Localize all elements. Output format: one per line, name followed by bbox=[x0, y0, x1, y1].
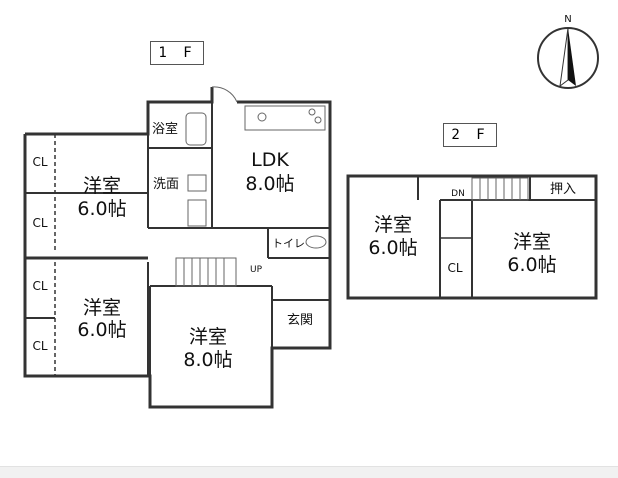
room-label-western-top: 洋室 bbox=[83, 175, 121, 197]
stairs-2f-icon bbox=[471, 177, 529, 201]
floor-1-labels: 浴室 洗面 LDK 8.0帖 洋室 6.0帖 洋室 6.0帖 洋室 8.0帖 ト… bbox=[32, 121, 313, 371]
room-label-wash: 洗面 bbox=[153, 177, 179, 192]
floor-2-label: 2 F bbox=[443, 123, 497, 147]
door-swing-icon bbox=[211, 86, 238, 103]
stairs-down-label: DN bbox=[451, 189, 465, 199]
floor-1-walls bbox=[23, 87, 332, 409]
room-size-western-2f-left: 6.0帖 bbox=[368, 237, 417, 259]
floor-2-fixtures bbox=[471, 177, 529, 201]
stairs-1f-icon bbox=[175, 257, 237, 287]
toilet-icon bbox=[305, 235, 327, 249]
stairs-up-label: UP bbox=[250, 265, 263, 275]
closet-label-2f: CL bbox=[447, 261, 462, 275]
washbasin-icon bbox=[187, 174, 207, 192]
closet-label-3: CL bbox=[32, 279, 47, 293]
bathtub-icon bbox=[185, 112, 207, 146]
closet-label-4: CL bbox=[32, 339, 47, 353]
floor-2-labels: 洋室 6.0帖 洋室 6.0帖 押入 CL DN bbox=[368, 182, 576, 276]
room-label-western-bottom: 洋室 bbox=[83, 297, 121, 319]
washer-icon bbox=[187, 199, 207, 227]
room-size-western-bottom: 6.0帖 bbox=[77, 319, 126, 341]
room-label-storage: 押入 bbox=[550, 182, 576, 197]
footer-bar bbox=[0, 466, 618, 478]
room-size-western-2f-right: 6.0帖 bbox=[507, 254, 556, 276]
floor-1-label: 1 F bbox=[150, 41, 204, 65]
room-size-ldk: 8.0帖 bbox=[245, 173, 294, 195]
room-label-western-center: 洋室 bbox=[189, 326, 227, 348]
compass-north-label: N bbox=[564, 14, 571, 25]
floor-1-fixtures bbox=[175, 86, 327, 287]
kitchen-counter-icon bbox=[244, 105, 326, 131]
closet-label-1: CL bbox=[32, 155, 47, 169]
room-label-western-2f-left: 洋室 bbox=[374, 214, 412, 236]
room-label-toilet: トイレ bbox=[272, 237, 305, 250]
closet-label-2: CL bbox=[32, 216, 47, 230]
room-size-western-center: 8.0帖 bbox=[183, 349, 232, 371]
room-label-western-2f-right: 洋室 bbox=[513, 231, 551, 253]
room-size-western-top: 6.0帖 bbox=[77, 198, 126, 220]
room-label-ldk: LDK bbox=[251, 149, 289, 171]
room-label-bath: 浴室 bbox=[152, 121, 178, 137]
room-label-entrance: 玄関 bbox=[287, 313, 313, 328]
north-compass-icon: N bbox=[537, 14, 599, 89]
